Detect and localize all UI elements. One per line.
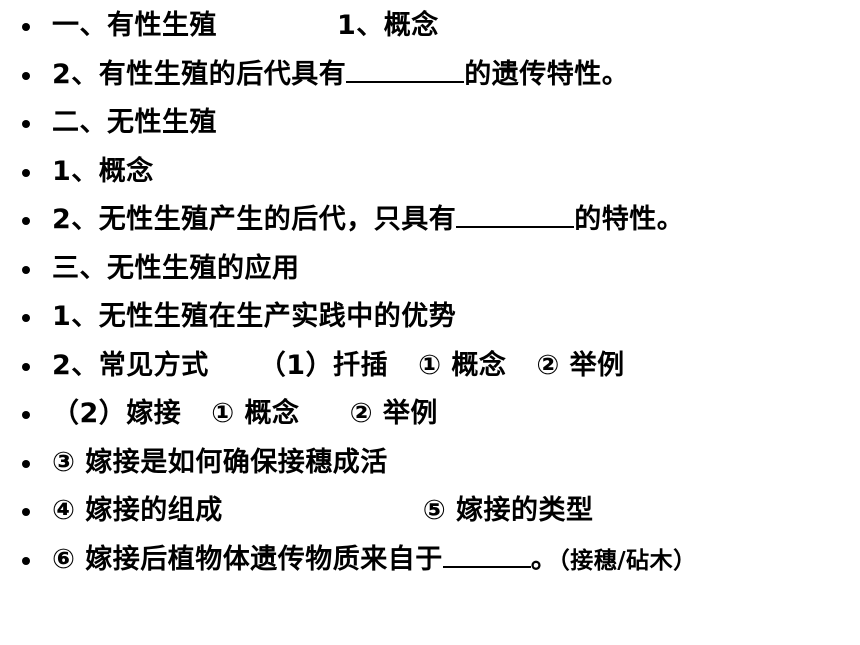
heading-asexual-reproduction: 二、无性生殖: [52, 107, 217, 138]
bullet-icon: [22, 120, 30, 129]
question-text-end: 。: [530, 543, 559, 575]
question-text: 2、有性生殖的后代具有: [52, 58, 347, 90]
bullet-icon: [22, 556, 30, 565]
answer-options-note: （接穗/砧木）: [558, 547, 697, 574]
example-label: ② 举例: [536, 349, 625, 381]
fill-in-blank: [456, 200, 575, 228]
grafting-composition-label: ④ 嫁接的组成: [52, 495, 223, 526]
grafting-label: （2）嫁接: [52, 398, 182, 429]
bullet-icon: [22, 168, 30, 177]
advantages-label: 1、无性生殖在生产实践中的优势: [52, 301, 457, 332]
heading-applications: 三、无性生殖的应用: [52, 252, 300, 284]
concept-label: ① 概念: [418, 349, 507, 381]
bullet-icon: [22, 23, 30, 32]
list-item: 三、无性生殖的应用: [0, 245, 860, 294]
methods-label: 2、常见方式: [52, 349, 209, 381]
list-item: （2）嫁接 ① 概念 ② 举例: [0, 390, 860, 439]
list-item: 1、概念: [0, 148, 860, 197]
fill-in-blank: [346, 55, 465, 83]
cutting-label: （1）扦插: [258, 349, 389, 381]
scion-survival-label: ③ 嫁接是如何确保接穗成活: [52, 446, 388, 478]
bullet-icon: [22, 71, 30, 80]
list-item: ⑥ 嫁接后植物体遗传物质来自于 。（接穗/砧木）: [0, 536, 860, 585]
grafting-types-label: ⑤ 嫁接的类型: [422, 495, 594, 526]
list-item: 2、有性生殖的后代具有 的遗传特性。: [0, 51, 860, 100]
question-text-end: 的特性。: [574, 204, 685, 235]
heading-sexual-reproduction: 一、有性生殖: [52, 10, 217, 41]
concept-label: 1、概念: [337, 10, 439, 41]
list-item: ④ 嫁接的组成 ⑤ 嫁接的类型: [0, 487, 860, 536]
list-item: ③ 嫁接是如何确保接穗成活: [0, 439, 860, 488]
list-item: 2、常见方式 （1）扦插 ① 概念 ② 举例: [0, 342, 860, 391]
outline-list: 一、有性生殖 1、概念 2、有性生殖的后代具有 的遗传特性。 二、无性生殖 1、概念…: [0, 2, 860, 584]
question-text-end: 的遗传特性。: [464, 58, 630, 90]
fill-in-blank: [442, 540, 531, 568]
question-text: ⑥ 嫁接后植物体遗传物质来自于: [52, 543, 443, 575]
bullet-icon: [22, 217, 30, 226]
bullet-icon: [22, 265, 30, 274]
list-item: 2、无性生殖产生的后代，只具有 的特性。: [0, 196, 860, 245]
bullet-icon: [22, 459, 30, 468]
list-item: 二、无性生殖: [0, 99, 860, 148]
bullet-icon: [22, 362, 30, 371]
concept-label: 1、概念: [52, 155, 154, 187]
list-item: 一、有性生殖 1、概念: [0, 2, 860, 51]
bullet-icon: [22, 314, 30, 323]
concept-label: ① 概念: [211, 398, 300, 429]
question-text: 2、无性生殖产生的后代，只具有: [52, 204, 457, 235]
bullet-icon: [22, 508, 30, 517]
bullet-icon: [22, 411, 30, 420]
example-label: ② 举例: [349, 398, 438, 429]
list-item: 1、无性生殖在生产实践中的优势: [0, 293, 860, 342]
